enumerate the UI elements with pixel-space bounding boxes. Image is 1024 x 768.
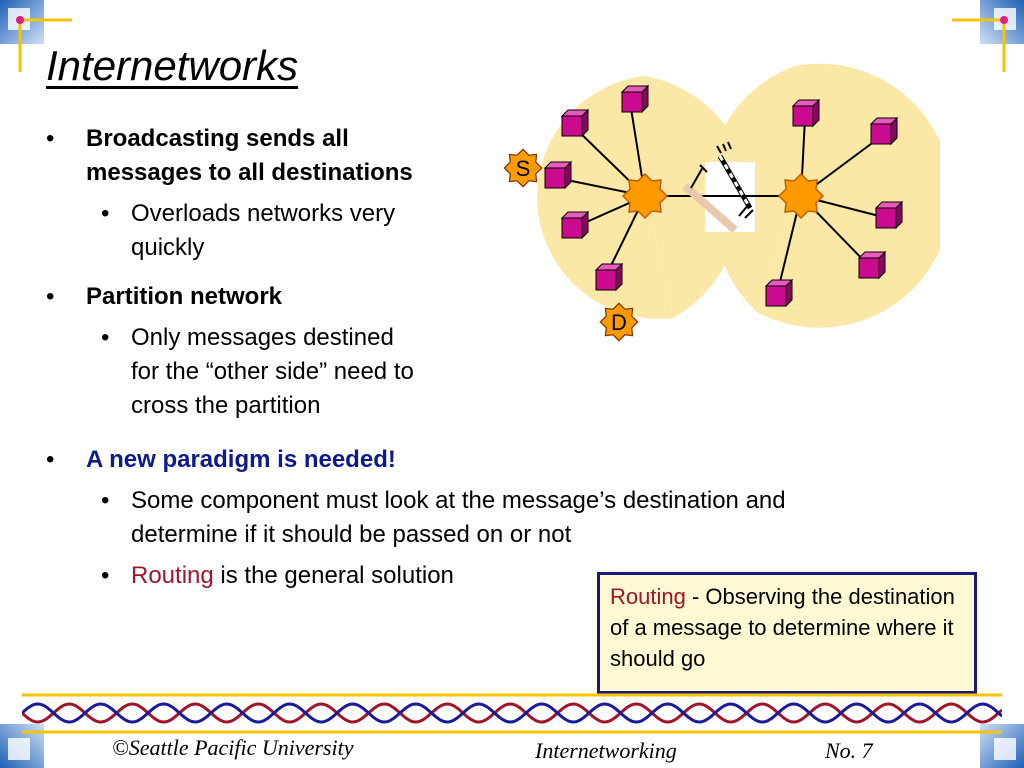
destination-label: D [611, 310, 627, 335]
subbullet-overloads-line1: Overloads networks very [131, 200, 396, 227]
routing-definition-callout: Routing - Observing the destination of a… [597, 572, 977, 694]
callout-term: Routing [610, 584, 686, 609]
slide-title: Internetworks [46, 42, 299, 89]
bullet-dot: • [46, 446, 55, 473]
bullet-dot: • [46, 283, 55, 310]
corner-ornament-top-left [0, 0, 72, 72]
callout-definition: - Observing the destination of a message… [610, 584, 955, 671]
subbullet-overloads: • Overloads networks very quickly [101, 197, 491, 265]
source-label: S [516, 156, 531, 181]
subbullet-some-component: • Some component must look at the messag… [101, 484, 951, 552]
node-icon [792, 99, 820, 127]
subbullet-only-messages-line3: cross the partition [131, 392, 321, 419]
node-icon [561, 211, 589, 239]
node-icon [858, 251, 886, 279]
bullet-broadcasting-line2: messages to all destinations [86, 159, 413, 186]
node-icon [544, 161, 572, 189]
subbullet-routing: • Routing is the general solution [101, 559, 571, 593]
subbullet-some-component-line2: determine if it should be passed on or n… [131, 521, 572, 548]
network-partition-diagram: S D [495, 60, 952, 350]
partition-cut-icon [682, 141, 754, 234]
subbullet-dot: • [101, 487, 110, 514]
bullet-new-paradigm: • A new paradigm is needed! [46, 443, 586, 477]
bullet-partition: • Partition network [46, 280, 486, 314]
bullet-broadcasting-line1: Broadcasting sends all [86, 125, 349, 152]
footer-topic: Internetworking [535, 738, 677, 763]
hub-left-icon [622, 173, 668, 219]
node-icon [870, 117, 898, 145]
subbullet-routing-rest: is the general solution [213, 562, 454, 589]
node-icon [621, 85, 649, 113]
node-icon [595, 263, 623, 291]
subbullet-overloads-line2: quickly [131, 234, 205, 261]
node-icon [561, 109, 589, 137]
subbullet-dot: • [101, 200, 110, 227]
routing-highlight: Routing [131, 562, 214, 589]
corner-ornament-top-right [952, 0, 1024, 72]
footer-slide-number: No. 7 [825, 738, 873, 763]
hub-right-icon [778, 173, 824, 219]
subbullet-only-messages-line1: Only messages destined [131, 324, 394, 351]
subbullet-only-messages: • Only messages destined for the “other … [101, 321, 491, 423]
subbullet-dot: • [101, 324, 110, 351]
footer-copyright: ©Seattle Pacific University [112, 735, 354, 760]
bullet-new-paradigm-text: A new paradigm is needed! [86, 446, 396, 473]
bullet-dot: • [46, 125, 55, 152]
source-badge: S [503, 148, 543, 188]
node-icon [875, 201, 903, 229]
destination-badge: D [599, 302, 639, 342]
subbullet-only-messages-line2: for the “other side” need to [131, 358, 414, 385]
bullet-broadcasting: • Broadcasting sends all messages to all… [46, 122, 486, 190]
bullet-partition-text: Partition network [86, 283, 283, 310]
footer-wave-band [20, 690, 1004, 740]
subbullet-dot: • [101, 562, 110, 589]
subbullet-some-component-line1: Some component must look at the message’… [131, 487, 786, 514]
node-icon [765, 279, 793, 307]
